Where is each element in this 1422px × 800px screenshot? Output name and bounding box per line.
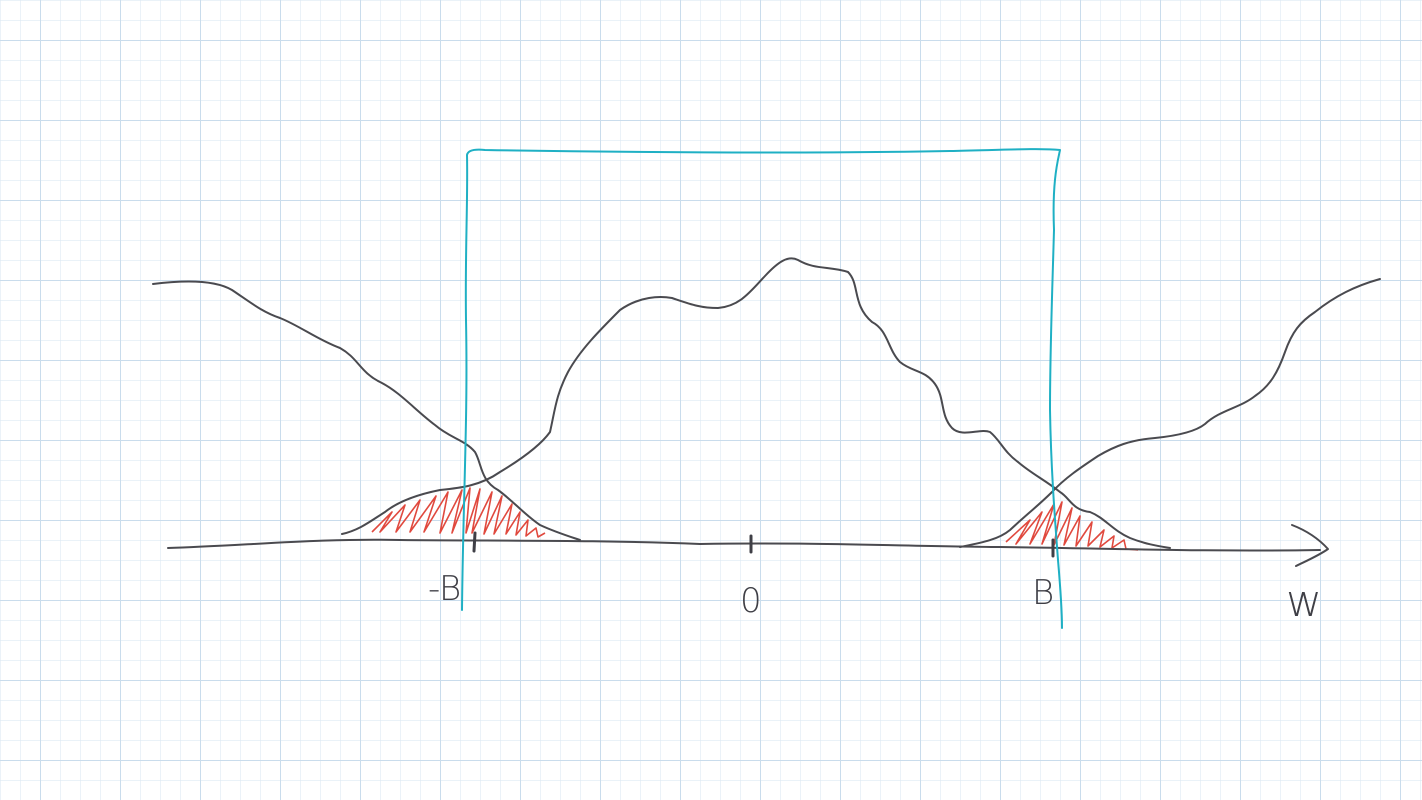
spectrum-curves <box>152 257 1381 549</box>
axis-arrowhead <box>1291 524 1329 567</box>
aliasing-hatch-left <box>371 487 546 538</box>
aliasing-hatch-right <box>1005 501 1139 551</box>
label-axis-w: w <box>1286 576 1322 627</box>
label-pos-b: B <box>1032 573 1054 613</box>
frequency-axis <box>167 524 1329 567</box>
spectrum-baseband <box>341 257 1171 549</box>
label-neg-b: -B <box>428 569 461 609</box>
tick-neg-b <box>472 531 477 553</box>
ideal-lowpass-filter <box>461 148 1063 629</box>
spectrum-left-copy <box>152 280 581 541</box>
spectrum-right-copy <box>959 278 1381 548</box>
axis-ticks <box>472 531 1055 558</box>
label-zero: 0 <box>740 581 762 621</box>
